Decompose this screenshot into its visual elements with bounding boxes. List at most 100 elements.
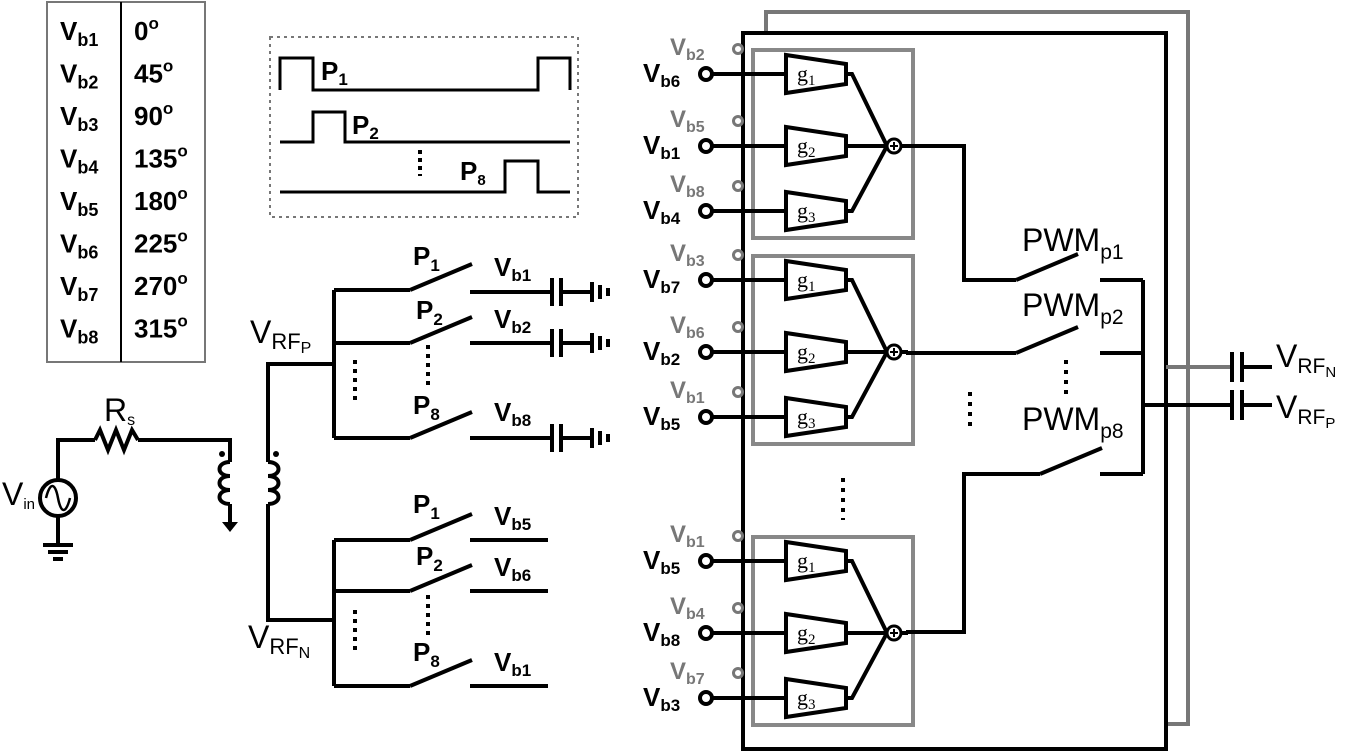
input-gray-label: Vb7 xyxy=(670,658,705,688)
lower-vb1-label: Vb1 xyxy=(494,647,531,680)
gain-amp-g1 xyxy=(784,52,848,96)
timing-p1-label: P1 xyxy=(321,56,348,89)
switch-p1-upper xyxy=(409,262,473,292)
vin-label: Vin xyxy=(2,476,35,513)
table-phase-b5: 180o xyxy=(134,184,188,216)
terminal-icon xyxy=(698,690,714,706)
switch-p8-lower xyxy=(409,658,473,688)
switch-p1-lower xyxy=(409,512,473,542)
pwm-p1-switch xyxy=(1015,252,1079,282)
gain-amp-g2 xyxy=(784,611,848,655)
input-black-label: Vb7 xyxy=(643,264,680,297)
upper-out-2 xyxy=(470,329,610,357)
upper-out-8 xyxy=(470,424,610,452)
terminal-icon xyxy=(698,409,714,425)
switch-p2-upper xyxy=(409,315,473,345)
input-gray-label: Vb4 xyxy=(670,593,705,623)
upper-out-1 xyxy=(470,278,610,306)
vrfn-label: VRFN xyxy=(248,619,310,662)
table-signal-b2: Vb2 xyxy=(60,59,98,93)
table-phase-b7: 270o xyxy=(134,269,188,301)
pwm-p2-switch xyxy=(1015,325,1079,355)
terminal-icon xyxy=(698,272,714,288)
transformer: VRFP VRFN xyxy=(217,314,334,662)
output-cap-p xyxy=(1230,390,1272,420)
input-gray-label: Vb8 xyxy=(670,171,705,201)
p8-waveform xyxy=(280,159,570,194)
table-signal-b7: Vb7 xyxy=(60,271,98,305)
lower-p1-label: P1 xyxy=(413,489,440,523)
terminal-icon xyxy=(732,180,744,192)
table-phase-b4: 135o xyxy=(134,142,188,174)
input-black-label: Vb1 xyxy=(643,130,680,163)
table-phase-b1: 0o xyxy=(134,14,159,46)
output-vrfp-label: VRFP xyxy=(1276,389,1335,432)
table-signal-b8: Vb8 xyxy=(60,314,98,348)
lower-switch-bank: P1 P2 P8 Vb5 Vb6 Vb1 xyxy=(332,489,548,688)
lower-p8-label: P8 xyxy=(413,637,440,671)
terminal-icon xyxy=(732,667,744,679)
input-black-label: Vb5 xyxy=(643,401,680,434)
p1-waveform xyxy=(278,56,572,92)
ground-arrow-icon xyxy=(222,522,238,532)
table-signal-b6: Vb6 xyxy=(60,229,98,263)
pwm-p8-switch xyxy=(1039,446,1103,476)
primary-coil xyxy=(217,460,231,506)
terminal-icon xyxy=(698,344,714,360)
gain-label: g1 xyxy=(797,548,816,576)
pwm-p2-label: PWMp2 xyxy=(1022,287,1124,329)
table-phase-b8: 315o xyxy=(134,312,188,344)
terminal-icon xyxy=(732,386,744,398)
gain-label: g3 xyxy=(797,404,816,432)
upper-p1-label: P1 xyxy=(413,241,440,275)
terminal-icon xyxy=(698,553,714,569)
gain-label: g2 xyxy=(797,620,816,648)
upper-p8-label: P8 xyxy=(413,390,440,424)
table-phase-b2: 45o xyxy=(134,57,173,89)
gain-amp-g3 xyxy=(784,395,848,439)
table-signal-b3: Vb3 xyxy=(60,101,98,135)
output-vrfn-label: VRFN xyxy=(1276,338,1336,381)
output-cap-n xyxy=(1230,352,1272,382)
gain-label: g1 xyxy=(797,61,816,89)
input-gray-label: Vb6 xyxy=(670,312,705,342)
upper-vb2-label: Vb2 xyxy=(494,304,531,337)
timing-diagram: P1 P2 P8 xyxy=(269,36,579,218)
lower-vb5-label: Vb5 xyxy=(494,501,531,534)
switch-p2-lower xyxy=(409,563,473,593)
gain-amp-g2 xyxy=(784,124,848,168)
gain-label: g2 xyxy=(797,339,816,367)
input-gray-label: Vb2 xyxy=(670,34,705,64)
gain-label: g1 xyxy=(797,267,816,295)
table-phase-b6: 225o xyxy=(134,227,188,259)
input-black-label: Vb2 xyxy=(643,336,680,369)
resistor-rs xyxy=(93,424,140,456)
source-section: Rs Vin xyxy=(2,392,232,561)
gain-amp-g1 xyxy=(784,539,848,583)
table-signal-b1: Vb1 xyxy=(60,16,98,50)
input-black-label: Vb6 xyxy=(643,58,680,91)
input-gray-label: Vb1 xyxy=(670,377,705,407)
terminal-icon xyxy=(732,43,744,55)
terminal-icon xyxy=(732,321,744,333)
gain-label: g2 xyxy=(797,133,816,161)
lower-vb6-label: Vb6 xyxy=(494,552,531,585)
input-black-label: Vb8 xyxy=(643,617,680,650)
p2-waveform xyxy=(280,110,570,144)
input-gray-label: Vb5 xyxy=(670,106,705,136)
terminal-icon xyxy=(732,249,744,261)
input-gray-label: Vb3 xyxy=(670,240,705,270)
input-black-label: Vb4 xyxy=(643,195,681,228)
upper-p2-label: P2 xyxy=(416,295,443,329)
gain-label: g3 xyxy=(797,198,816,226)
gray-return-wire xyxy=(764,10,1190,726)
terminal-icon xyxy=(732,530,744,542)
upper-vb8-label: Vb8 xyxy=(494,397,531,430)
lower-p2-label: P2 xyxy=(416,541,443,575)
gain-amp-g3 xyxy=(784,189,848,233)
